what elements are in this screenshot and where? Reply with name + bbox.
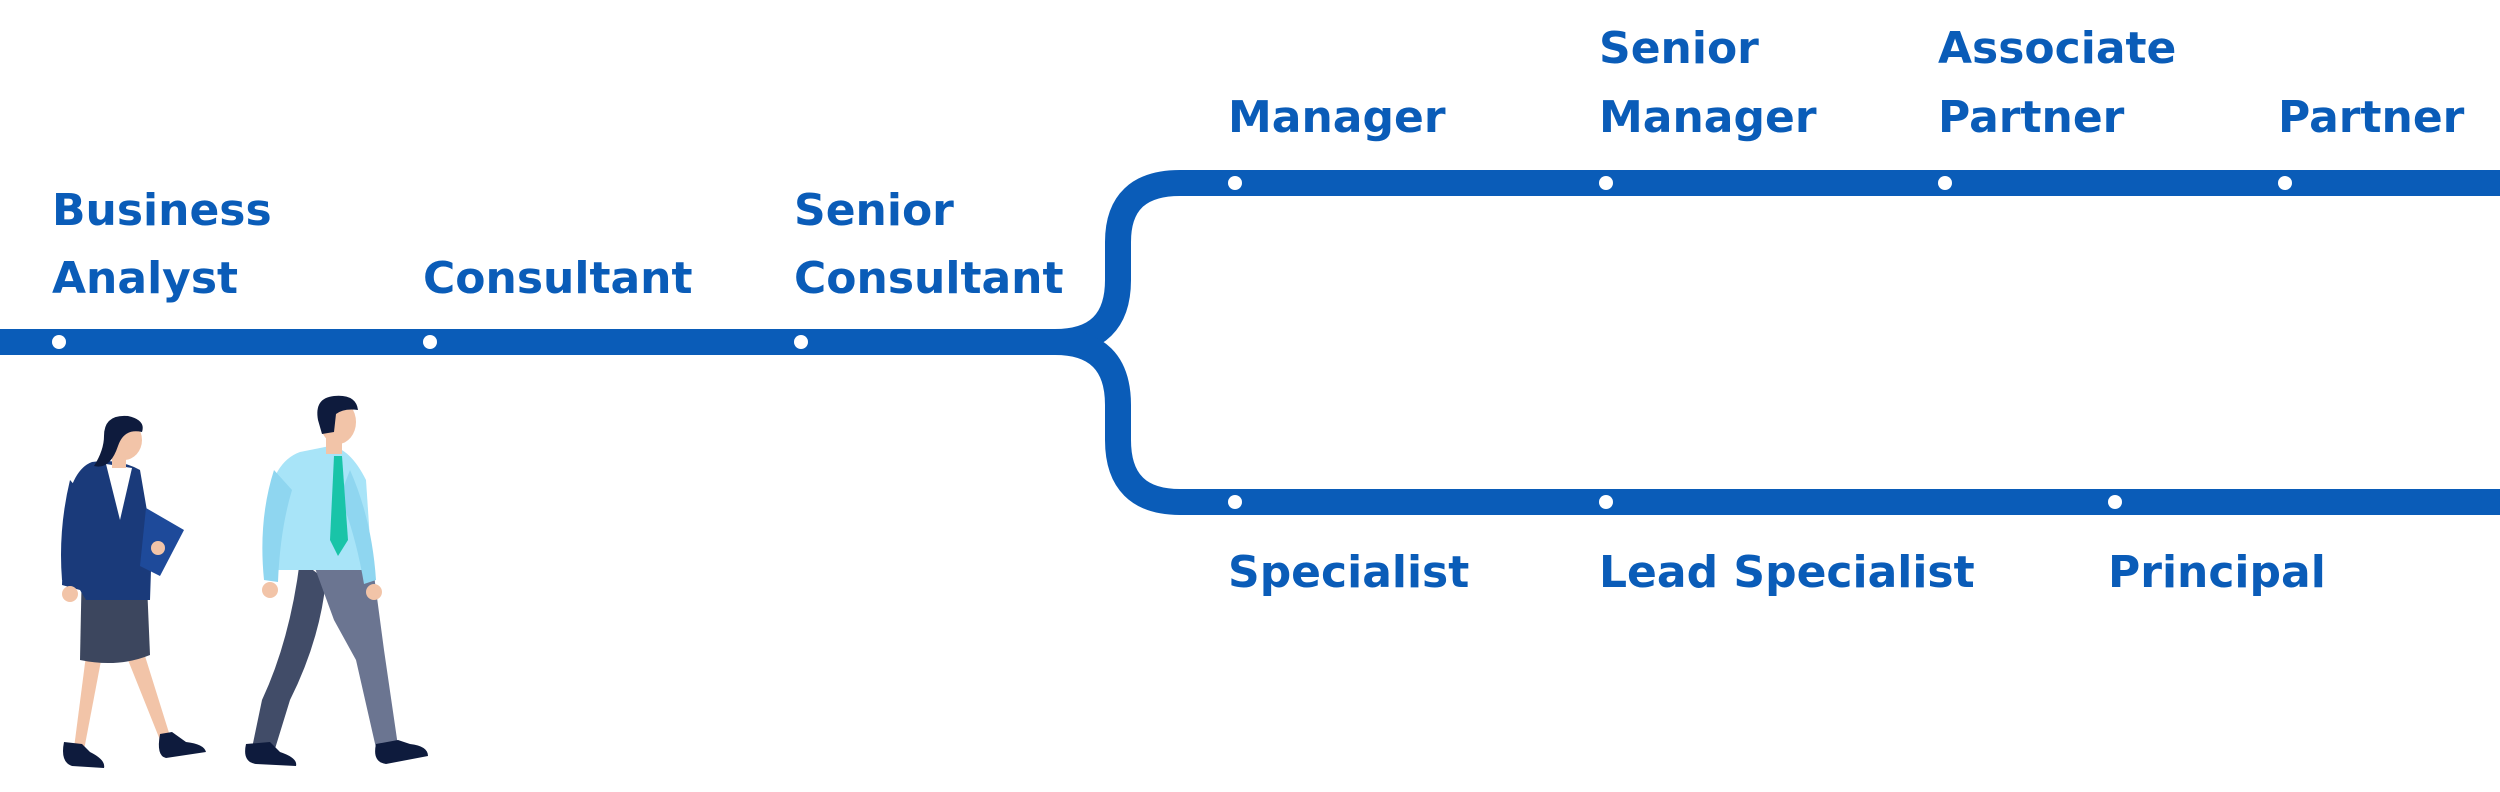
station-dot <box>1599 495 1613 509</box>
station-dot <box>1228 176 1242 190</box>
label-line: Analyst <box>52 253 238 304</box>
label-senior-manager: Senior Manager <box>1599 23 1817 143</box>
station-dot <box>1599 176 1613 190</box>
station-dot <box>2278 176 2292 190</box>
label-line: Senior <box>794 185 954 236</box>
label-line: Manager <box>1599 92 1817 143</box>
label-line: Specialist <box>1228 547 1469 598</box>
lower-stations <box>1228 495 2122 509</box>
station-dot <box>52 335 66 349</box>
label-line: Lead Specialist <box>1599 547 1975 598</box>
label-specialist: Specialist <box>1228 547 1469 598</box>
station-dot <box>2108 495 2122 509</box>
upper-stations <box>1228 176 2292 190</box>
career-track <box>0 170 2500 515</box>
main-stations <box>52 335 808 349</box>
label-principal: Principal <box>2108 547 2326 598</box>
label-line: Consultant <box>423 253 693 304</box>
woman-walking-icon <box>61 415 206 768</box>
station-dot <box>1228 495 1242 509</box>
label-line: Consultant <box>794 253 1064 304</box>
label-senior-consultant: Senior Consultant <box>794 185 1064 304</box>
label-line: Partner <box>2278 92 2465 143</box>
main-track-line <box>0 170 2500 355</box>
label-manager: Manager <box>1228 92 1446 143</box>
label-line: Business <box>52 185 272 236</box>
station-dot <box>794 335 808 349</box>
label-line: Associate <box>1938 23 2176 74</box>
label-partner: Partner <box>2278 92 2465 143</box>
label-associate-partner: Associate Partner <box>1938 23 2192 143</box>
label-consultant: Consultant <box>423 253 693 304</box>
label-line: Principal <box>2108 547 2326 598</box>
station-dot <box>1938 176 1952 190</box>
label-line: Partner <box>1938 92 2125 143</box>
station-dot <box>423 335 437 349</box>
branch-track-line <box>1054 329 2500 515</box>
man-walking-icon <box>245 395 428 766</box>
label-line: Senior <box>1599 23 1759 74</box>
label-line: Manager <box>1228 92 1446 143</box>
label-lead-specialist: Lead Specialist <box>1599 547 1975 598</box>
label-business-analyst: Business Analyst <box>52 185 287 304</box>
